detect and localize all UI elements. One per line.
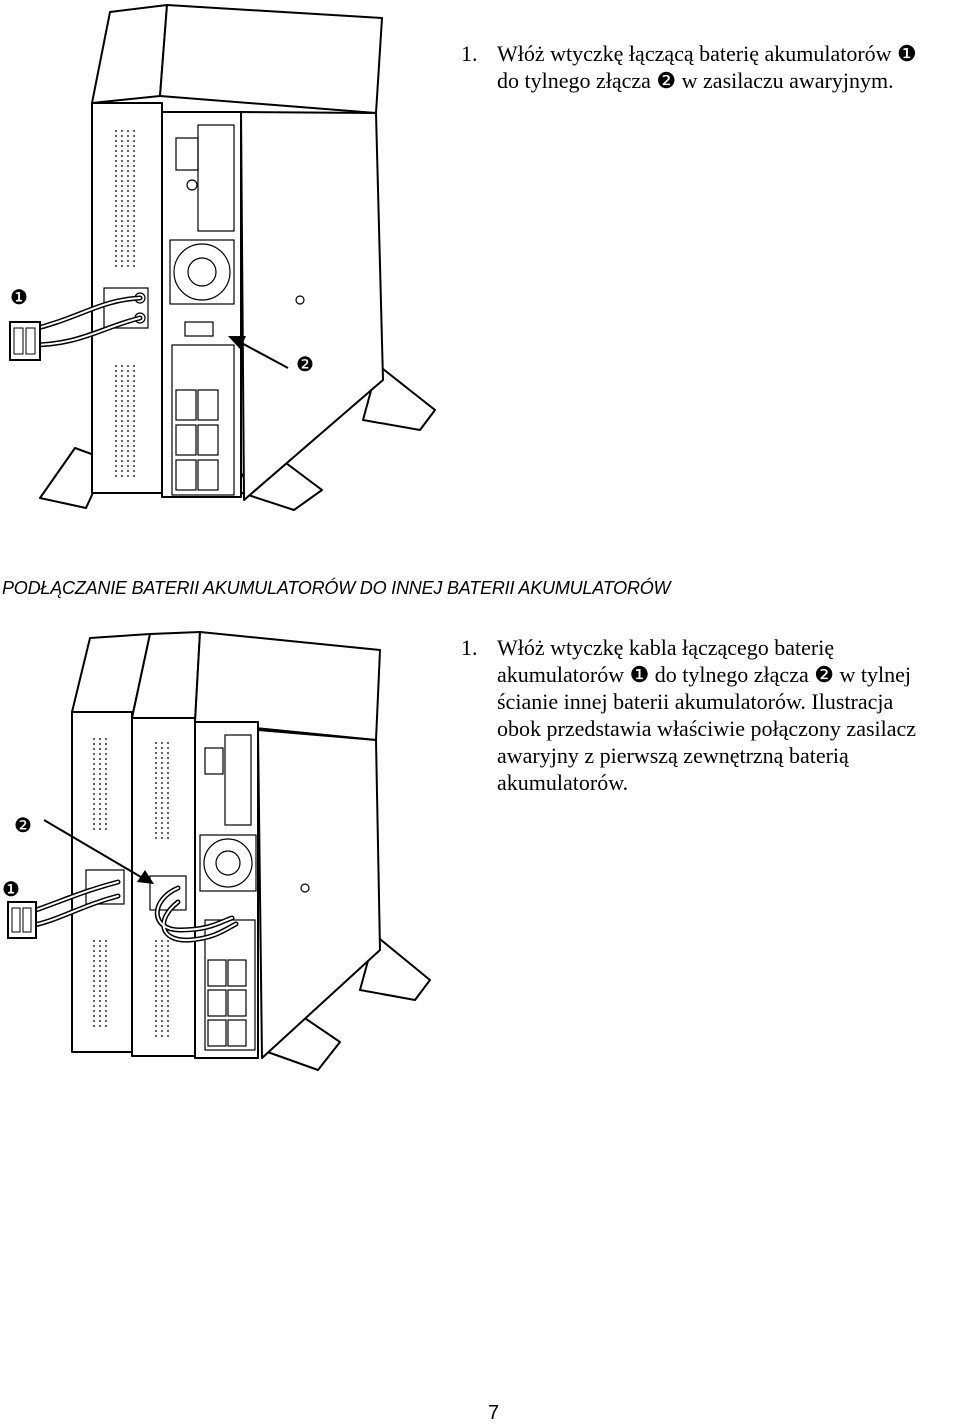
section-heading: PODŁĄCZANIE BATERII AKUMULATORÓW DO INNE… (2, 578, 671, 598)
step-2-text: Włóż wtyczkę kabla łączącego baterię aku… (497, 634, 916, 796)
callout-1: ❶ (10, 285, 28, 309)
ups-external-battery-illustration (7, 631, 431, 1071)
step-1-line-2: do tylnego złącza ❷ w zasilaczu awaryjny… (497, 68, 894, 93)
step-2-line-4: obok przedstawia właściwie połączony zas… (497, 716, 917, 741)
step-2-line-6: akumulatorów. (497, 770, 629, 795)
step-1-number: 1. (461, 41, 478, 66)
step-1-text: Włóż wtyczkę łączącą baterię akumulatoró… (497, 40, 917, 94)
step-2-line-1: Włóż wtyczkę kabla łączącego baterię (497, 635, 835, 660)
step-1-line-1: Włóż wtyczkę łączącą baterię akumulatoró… (497, 41, 917, 66)
step-1: 1. Włóż wtyczkę łączącą baterię akumulat… (461, 40, 960, 100)
step-2-number: 1. (461, 635, 478, 660)
step-2-line-2: akumulatorów ❶ do tylnego złącza ❷ w tyl… (497, 662, 911, 687)
ups-battery-connection-illustration (9, 4, 436, 511)
callout-2: ❷ (14, 813, 32, 837)
callout-1: ❶ (2, 877, 20, 901)
step-2-line-3: ścianie innej baterii akumulatorów. Ilus… (497, 689, 894, 714)
page-number: 7 (488, 1402, 500, 1424)
step-2: 1. Włóż wtyczkę kabla łączącego baterię … (461, 634, 960, 804)
step-2-line-5: awaryjny z pierwszą zewnętrzną baterią (497, 743, 849, 768)
callout-2: ❷ (296, 352, 314, 376)
